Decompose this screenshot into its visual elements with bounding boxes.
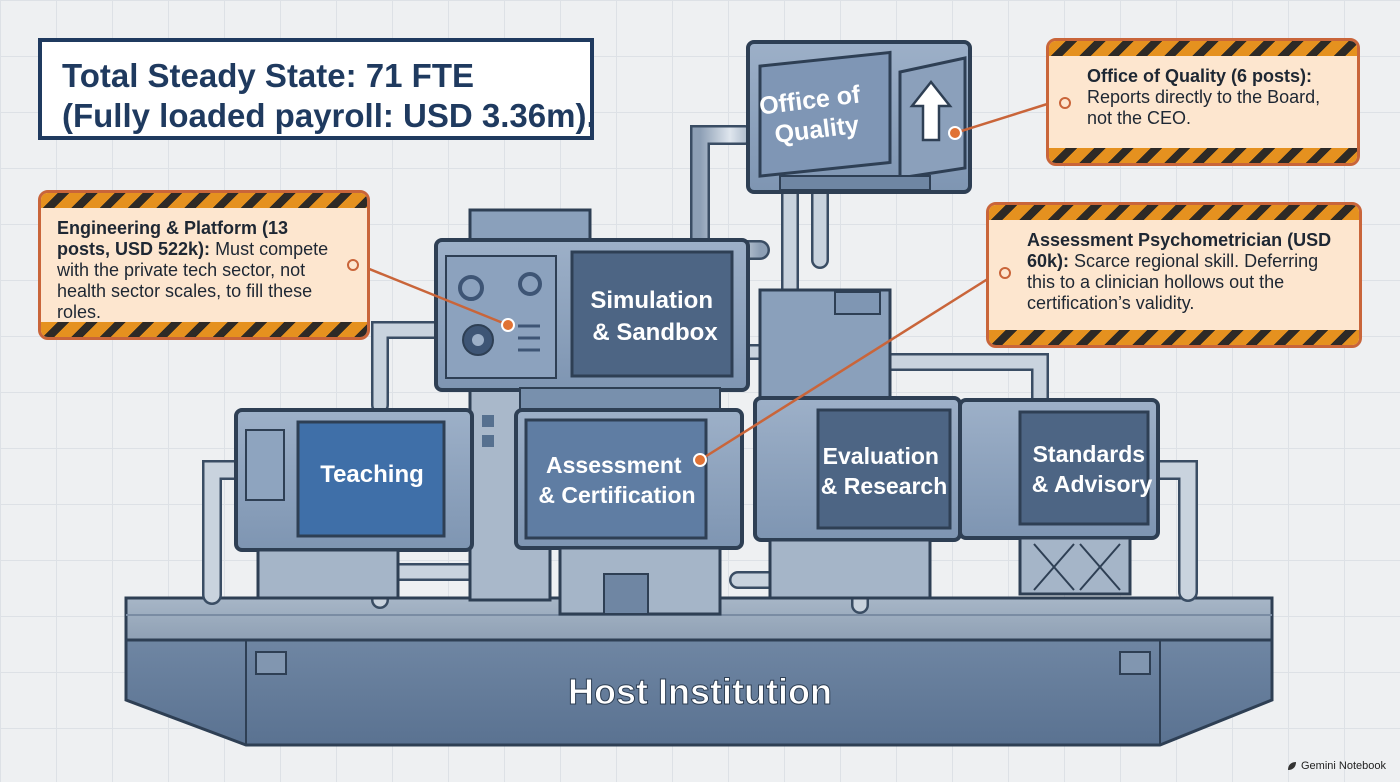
leader-dots [501, 126, 962, 467]
callout-anchor-dot [347, 259, 359, 271]
hazard-stripe [41, 193, 367, 208]
hazard-stripe [41, 322, 367, 337]
standards-advisory-label: Standards & Advisory [1032, 441, 1153, 497]
assessment-certification-line-1: Assessment [546, 452, 682, 478]
evaluation-research-label: Evaluation & Research [821, 443, 948, 499]
standards-advisory-line-2: & Advisory [1032, 471, 1153, 497]
callout-heading: Assessment Psychometrician (USD 60k): [1027, 230, 1332, 271]
hazard-stripe [1049, 41, 1357, 56]
title-line-2: (Fully loaded payroll: USD 3.36m). [62, 97, 596, 134]
hazard-stripe [1049, 148, 1357, 163]
assessment-certification-module [514, 408, 744, 616]
callout-heading: Engineering & Platform (13 posts, USD 52… [57, 218, 289, 259]
callout-body: Assessment Psychometrician (USD 60k): Sc… [989, 220, 1359, 322]
callout-body: Office of Quality (6 posts): Reports dir… [1049, 56, 1357, 137]
hazard-stripe [989, 330, 1359, 345]
callout-heading: Office of Quality (6 posts): [1087, 66, 1313, 86]
title-line-1: Total Steady State: 71 FTE [62, 57, 474, 94]
callout-office-of-quality: Office of Quality (6 posts): Reports dir… [1046, 38, 1360, 166]
gear-icon [462, 324, 494, 356]
gear-icon [518, 272, 542, 296]
callout-body: Engineering & Platform (13 posts, USD 52… [41, 208, 367, 331]
evaluation-research-line-1: Evaluation [823, 443, 939, 469]
callout-engineering-platform: Engineering & Platform (13 posts, USD 52… [38, 190, 370, 340]
simulation-sandbox-module [434, 238, 750, 411]
cross-brace [1033, 543, 1121, 591]
leader-lines [351, 98, 1061, 462]
list-icon [518, 324, 540, 352]
assessment-certification-label: Assessment & Certification [538, 452, 695, 508]
simulation-sandbox-line-2: & Sandbox [592, 319, 718, 346]
host-institution-label: Host Institution [568, 671, 832, 712]
callout-assessment-psychometrician: Assessment Psychometrician (USD 60k): Sc… [986, 202, 1362, 348]
hazard-stripe [989, 205, 1359, 220]
callout-text: Scarce regional skill. Deferring this to… [1027, 251, 1319, 313]
gear-icon [458, 275, 484, 301]
callout-anchor-dot [1059, 97, 1071, 109]
callout-text: Reports directly to the Board, not the C… [1087, 87, 1321, 128]
brand-label: Gemini Notebook [1301, 760, 1386, 772]
teaching-label: Teaching [320, 461, 424, 488]
office-of-quality-module [746, 40, 972, 194]
callout-anchor-dot [999, 267, 1011, 279]
simulation-sandbox-line-1: Simulation [590, 287, 713, 314]
brand-watermark: Gemini Notebook [1287, 760, 1386, 772]
gemini-logo-icon [1288, 762, 1296, 770]
arrow-up-icon [909, 79, 953, 142]
simulation-sandbox-label: Simulation & Sandbox [590, 287, 719, 346]
evaluation-research-line-2: & Research [821, 473, 948, 499]
callout-text: Must compete with the private tech secto… [57, 239, 329, 322]
assessment-certification-line-2: & Certification [538, 482, 695, 508]
teaching-module [234, 408, 474, 600]
evaluation-research-module [753, 396, 962, 600]
standards-advisory-module [958, 398, 1160, 596]
standards-advisory-line-1: Standards [1033, 441, 1145, 467]
total-steady-state-title: Total Steady State: 71 FTE (Fully loaded… [38, 38, 596, 140]
